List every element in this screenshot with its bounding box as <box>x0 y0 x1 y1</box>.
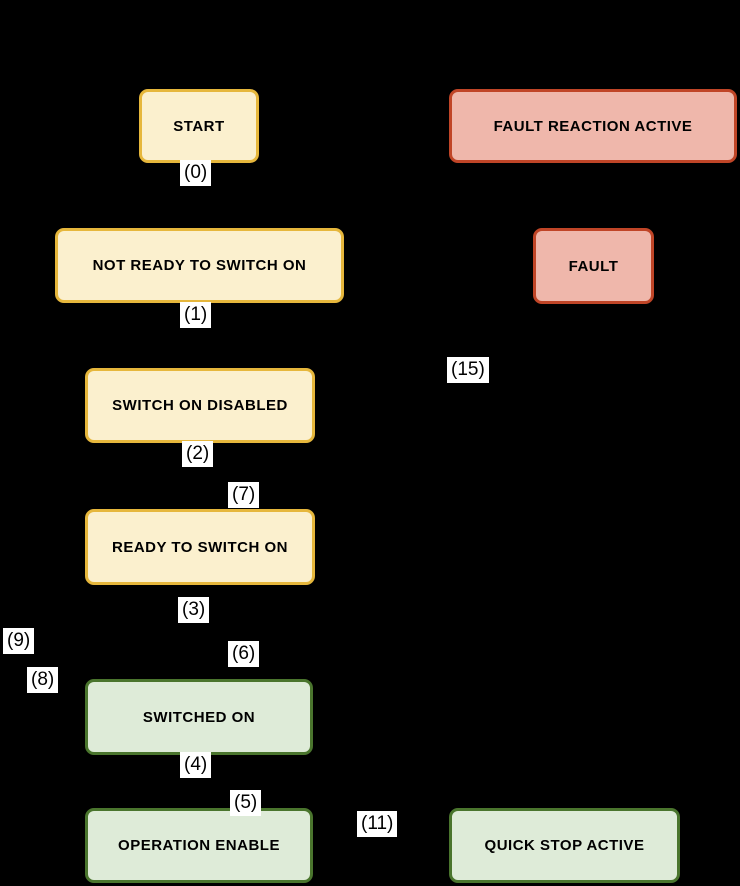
transition-label-2: (2) <box>182 441 214 467</box>
transition-label-6: (6) <box>228 641 260 667</box>
state-fault-label: FAULT <box>568 257 619 275</box>
transition-label-1: (1) <box>180 302 212 328</box>
transition-label-8: (8) <box>27 667 59 693</box>
transition-label-3: (3) <box>178 597 210 623</box>
transition-label-4: (4) <box>180 752 212 778</box>
state-quick-stop-active-label: QUICK STOP ACTIVE <box>484 837 645 854</box>
transition-label-5: (5) <box>230 790 262 816</box>
state-not-ready-to-switch-on-label: NOT READY TO SWITCH ON <box>92 257 307 274</box>
state-ready-to-switch-on-label: READY TO SWITCH ON <box>112 538 288 556</box>
state-start: START <box>139 89 259 163</box>
state-quick-stop-active: QUICK STOP ACTIVE <box>449 808 680 883</box>
state-operation-enable-label: OPERATION ENABLE <box>118 837 280 854</box>
transition-label-11: (11) <box>357 811 398 837</box>
transition-label-9: (9) <box>3 628 35 654</box>
state-not-ready-to-switch-on: NOT READY TO SWITCH ON <box>55 228 344 303</box>
state-switched-on-label: SWITCHED ON <box>142 708 256 726</box>
transition-label-0: (0) <box>180 160 212 186</box>
transition-label-7: (7) <box>228 482 260 508</box>
state-switch-on-disabled: SWITCH ON DISABLED <box>85 368 315 443</box>
state-fault-reaction-active-label: FAULT REACTION ACTIVE <box>493 117 693 135</box>
state-fault-reaction-active: FAULT REACTION ACTIVE <box>449 89 737 163</box>
state-fault: FAULT <box>533 228 654 304</box>
state-ready-to-switch-on: READY TO SWITCH ON <box>85 509 315 585</box>
transition-label-15: (15) <box>447 357 489 383</box>
state-operation-enable: OPERATION ENABLE <box>85 808 313 883</box>
state-start-label: START <box>173 117 225 135</box>
state-switched-on: SWITCHED ON <box>85 679 313 755</box>
state-switch-on-disabled-label: SWITCH ON DISABLED <box>112 397 288 414</box>
